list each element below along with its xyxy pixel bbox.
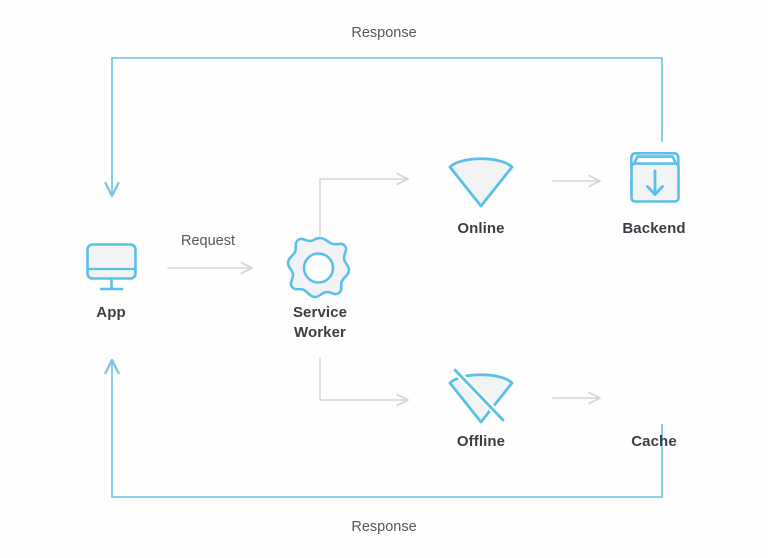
node-label-online: Online	[457, 220, 505, 237]
monitor-icon	[86, 243, 137, 291]
node-label-offline: Offline	[456, 433, 506, 450]
edge-label-response-top: Response	[351, 25, 417, 41]
cache-box-icon	[630, 155, 680, 203]
node-label-cache: Cache	[631, 433, 677, 450]
wifi-icon	[448, 157, 514, 208]
wifi-off-icon	[448, 366, 514, 424]
edge-sw-to-online	[319, 172, 409, 236]
edge-response-bottom	[104, 358, 663, 498]
edge-response-top	[104, 57, 663, 198]
gear-icon	[286, 236, 351, 299]
node-label-backend: Backend	[622, 220, 686, 237]
node-label-app: App	[96, 304, 126, 321]
edge-label-request: Request	[180, 233, 235, 249]
edge-sw-to-offline	[319, 357, 409, 407]
node-label-service-worker: Service Worker	[292, 304, 348, 341]
edge-label-response-bottom: Response	[351, 519, 417, 535]
